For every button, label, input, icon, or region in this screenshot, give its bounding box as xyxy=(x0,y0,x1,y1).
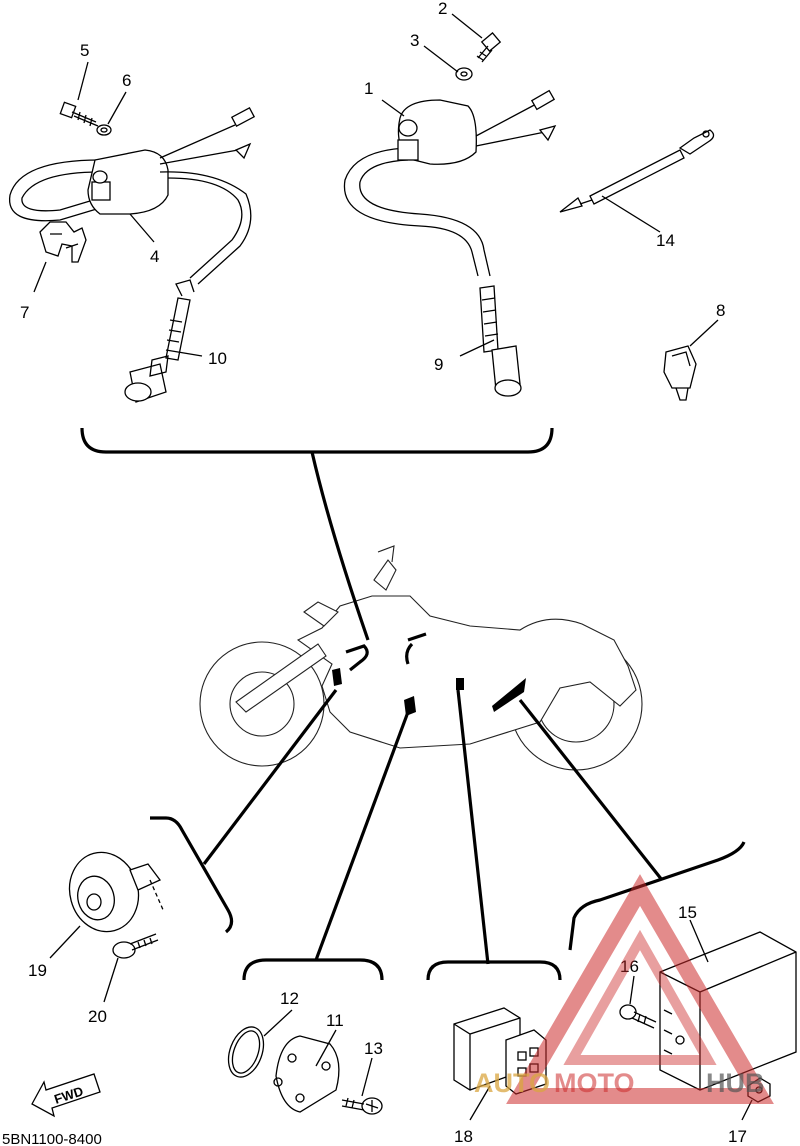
callout-7: 7 xyxy=(20,303,29,322)
washer-6 xyxy=(96,124,112,136)
watermark-text-c: HUB xyxy=(706,1068,765,1098)
sensor-11 xyxy=(273,1035,340,1113)
callout-13: 13 xyxy=(364,1039,383,1058)
callout-10: 10 xyxy=(208,349,227,368)
callout-2: 2 xyxy=(438,0,447,18)
callout-leaders xyxy=(33,13,753,1121)
screw-13 xyxy=(341,1097,383,1115)
watermark-triangle-icon xyxy=(506,874,774,1104)
callout-15: 15 xyxy=(678,903,697,922)
bolt-16 xyxy=(619,1004,657,1029)
washer-3 xyxy=(455,67,473,81)
callout-16: 16 xyxy=(620,957,639,976)
upper-bracket xyxy=(80,427,554,454)
callout-12: 12 xyxy=(280,989,299,1008)
watermark-logo: AUTO MOTO HUB xyxy=(474,874,774,1104)
callout-18: 18 xyxy=(454,1127,473,1146)
callout-17: 17 xyxy=(728,1127,747,1146)
sensor-bracket xyxy=(242,958,384,981)
callout-9: 9 xyxy=(434,355,443,374)
forward-arrow: FWD xyxy=(31,1073,101,1118)
callout-6: 6 xyxy=(122,71,131,90)
spark-plug-cap-9 xyxy=(479,285,522,397)
callout-8: 8 xyxy=(716,301,725,320)
bolt-2 xyxy=(476,31,502,63)
clip-8 xyxy=(663,345,697,401)
callout-numbers: 1 2 3 4 5 6 7 8 9 10 11 12 13 14 15 16 1… xyxy=(20,0,747,1146)
callout-11: 11 xyxy=(326,1011,344,1030)
ignition-coil-1 xyxy=(343,89,557,277)
callout-1: 1 xyxy=(364,79,373,98)
relay-bracket xyxy=(426,960,562,981)
horn-bracket xyxy=(150,816,234,934)
spark-plug-cap-10 xyxy=(124,279,195,403)
callout-5: 5 xyxy=(80,41,89,60)
ignition-coil-group xyxy=(8,31,715,454)
callout-19: 19 xyxy=(28,961,47,980)
callout-3: 3 xyxy=(410,31,419,50)
horn-19 xyxy=(68,851,165,933)
ignition-coil-4 xyxy=(8,107,256,285)
diagram-code: 5BN1100-8400 xyxy=(2,1131,102,1146)
igniter-bracket xyxy=(568,841,746,951)
motorcycle-outline xyxy=(199,545,643,771)
watermark-text-b: MOTO xyxy=(554,1068,635,1098)
callout-14: 14 xyxy=(656,231,675,250)
bolt-5 xyxy=(59,101,99,127)
o-ring-12 xyxy=(227,1026,265,1078)
bolt-20 xyxy=(112,933,159,959)
leader-lines xyxy=(202,451,664,965)
callout-20: 20 xyxy=(88,1007,107,1026)
watermark-text-a: AUTO xyxy=(474,1068,550,1098)
callout-4: 4 xyxy=(150,247,159,266)
clamp-7 xyxy=(39,221,87,263)
lead-wire-14 xyxy=(559,129,715,213)
